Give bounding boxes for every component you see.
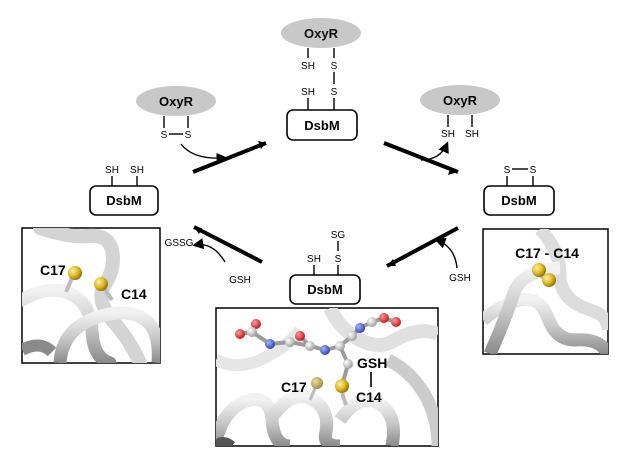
dsbm-right-group: S S DsbM — [483, 165, 555, 216]
oxyr-left-thiol-left: S — [161, 130, 168, 141]
oxyr-top-ellipse — [281, 18, 361, 48]
gssg-label: GSSG — [165, 238, 194, 249]
oxyr-left-label: OxyR — [159, 94, 194, 109]
arrow-left-to-top — [192, 141, 267, 174]
oxyr-top-label: OxyR — [304, 26, 339, 41]
oxyr-top-thiol-left: SH — [301, 61, 315, 72]
dsbm-right-label: DsbM — [501, 193, 536, 208]
dsbm-left-thiol-right: SH — [130, 165, 144, 176]
oxyr-top-thiol-right: S — [331, 61, 338, 72]
arrow-right-to-bottom — [386, 226, 459, 268]
structure-panel-bottom: GSH C17 C14 — [215, 307, 439, 447]
oxyr-right-label: OxyR — [443, 93, 478, 108]
dsbm-top-thiol-left: SH — [301, 87, 315, 98]
dsbm-right-thiol-left: S — [504, 165, 511, 176]
structure-left-c14: C14 — [121, 286, 147, 302]
dsbm-bottom-group: SG SH S DsbM — [289, 230, 361, 305]
oxyr-left-thiol-right: S — [185, 130, 192, 141]
dsbm-bottom-box — [289, 274, 361, 305]
arrow-bottom-to-left-head — [194, 227, 202, 234]
oxyr-left-curved-arrow — [180, 143, 228, 165]
structure-bottom-gsh: GSH — [357, 355, 387, 371]
gsh-left-label: GSH — [229, 275, 251, 286]
c17-sulfur-atom — [68, 266, 82, 280]
c14-sulfur-atom-bottom — [335, 379, 349, 393]
gsh-right-label: GSH — [449, 273, 471, 284]
arrow-top-to-right — [383, 141, 459, 174]
disulfide-sulfur-2 — [542, 273, 556, 287]
dsbm-left-group: SH SH DsbM — [89, 165, 159, 216]
oxyr-right-thiol-left: SH — [441, 129, 455, 140]
structure-left-c17: C17 — [40, 262, 66, 278]
oxyr-left-ellipse — [136, 86, 216, 116]
top-complex: OxyR SH S SH S DsbM — [281, 18, 361, 141]
c17-sulfur-atom-bottom — [311, 377, 323, 389]
arrow-left-to-top-head — [258, 141, 266, 149]
dsbm-bottom-thiol-left: SH — [307, 254, 321, 265]
oxyr-right-ellipse — [420, 85, 500, 115]
arrow-right-to-bottom-head — [387, 259, 396, 266]
oxyr-right-thiol-right: SH — [465, 129, 479, 140]
gssg-curved-arrow — [192, 238, 226, 263]
dsbm-bottom-label: DsbM — [307, 282, 342, 297]
dsbm-left-thiol-left: SH — [105, 165, 119, 176]
structure-panel-left: C17 C14 — [21, 227, 161, 364]
structure-panel-right: C17 - C14 — [482, 228, 609, 355]
dsbm-left-box — [89, 185, 159, 216]
reaction-arrows — [192, 141, 459, 268]
disulfide-sulfur-1 — [532, 263, 546, 277]
dsbm-top-thiol-right: S — [331, 87, 338, 98]
glutathione-annotations: GSSG GSH GSH — [165, 237, 471, 286]
structure-right-bond-label: C17 - C14 — [515, 245, 579, 261]
dsbm-bottom-thiol-right: S — [335, 254, 342, 265]
gsh-right-curved-arrow — [434, 237, 458, 269]
arrow-bottom-to-left — [193, 225, 263, 264]
dsbm-right-box — [483, 185, 555, 216]
oxyr-left-group: OxyR S S — [136, 86, 228, 165]
arrow-top-to-right-head — [448, 169, 458, 175]
dsbm-bottom-glutathione-tag: SG — [331, 230, 346, 241]
dsbm-top-box — [286, 109, 358, 141]
c14-sulfur-atom — [94, 277, 108, 291]
structure-bottom-c17: C17 — [281, 379, 307, 395]
structure-bottom-c14: C14 — [356, 389, 382, 405]
dsbm-right-thiol-right: S — [530, 165, 537, 176]
dsbm-left-label: DsbM — [106, 193, 141, 208]
oxyr-right-group: OxyR SH SH — [420, 85, 500, 161]
dsbm-top-label: DsbM — [304, 118, 339, 133]
